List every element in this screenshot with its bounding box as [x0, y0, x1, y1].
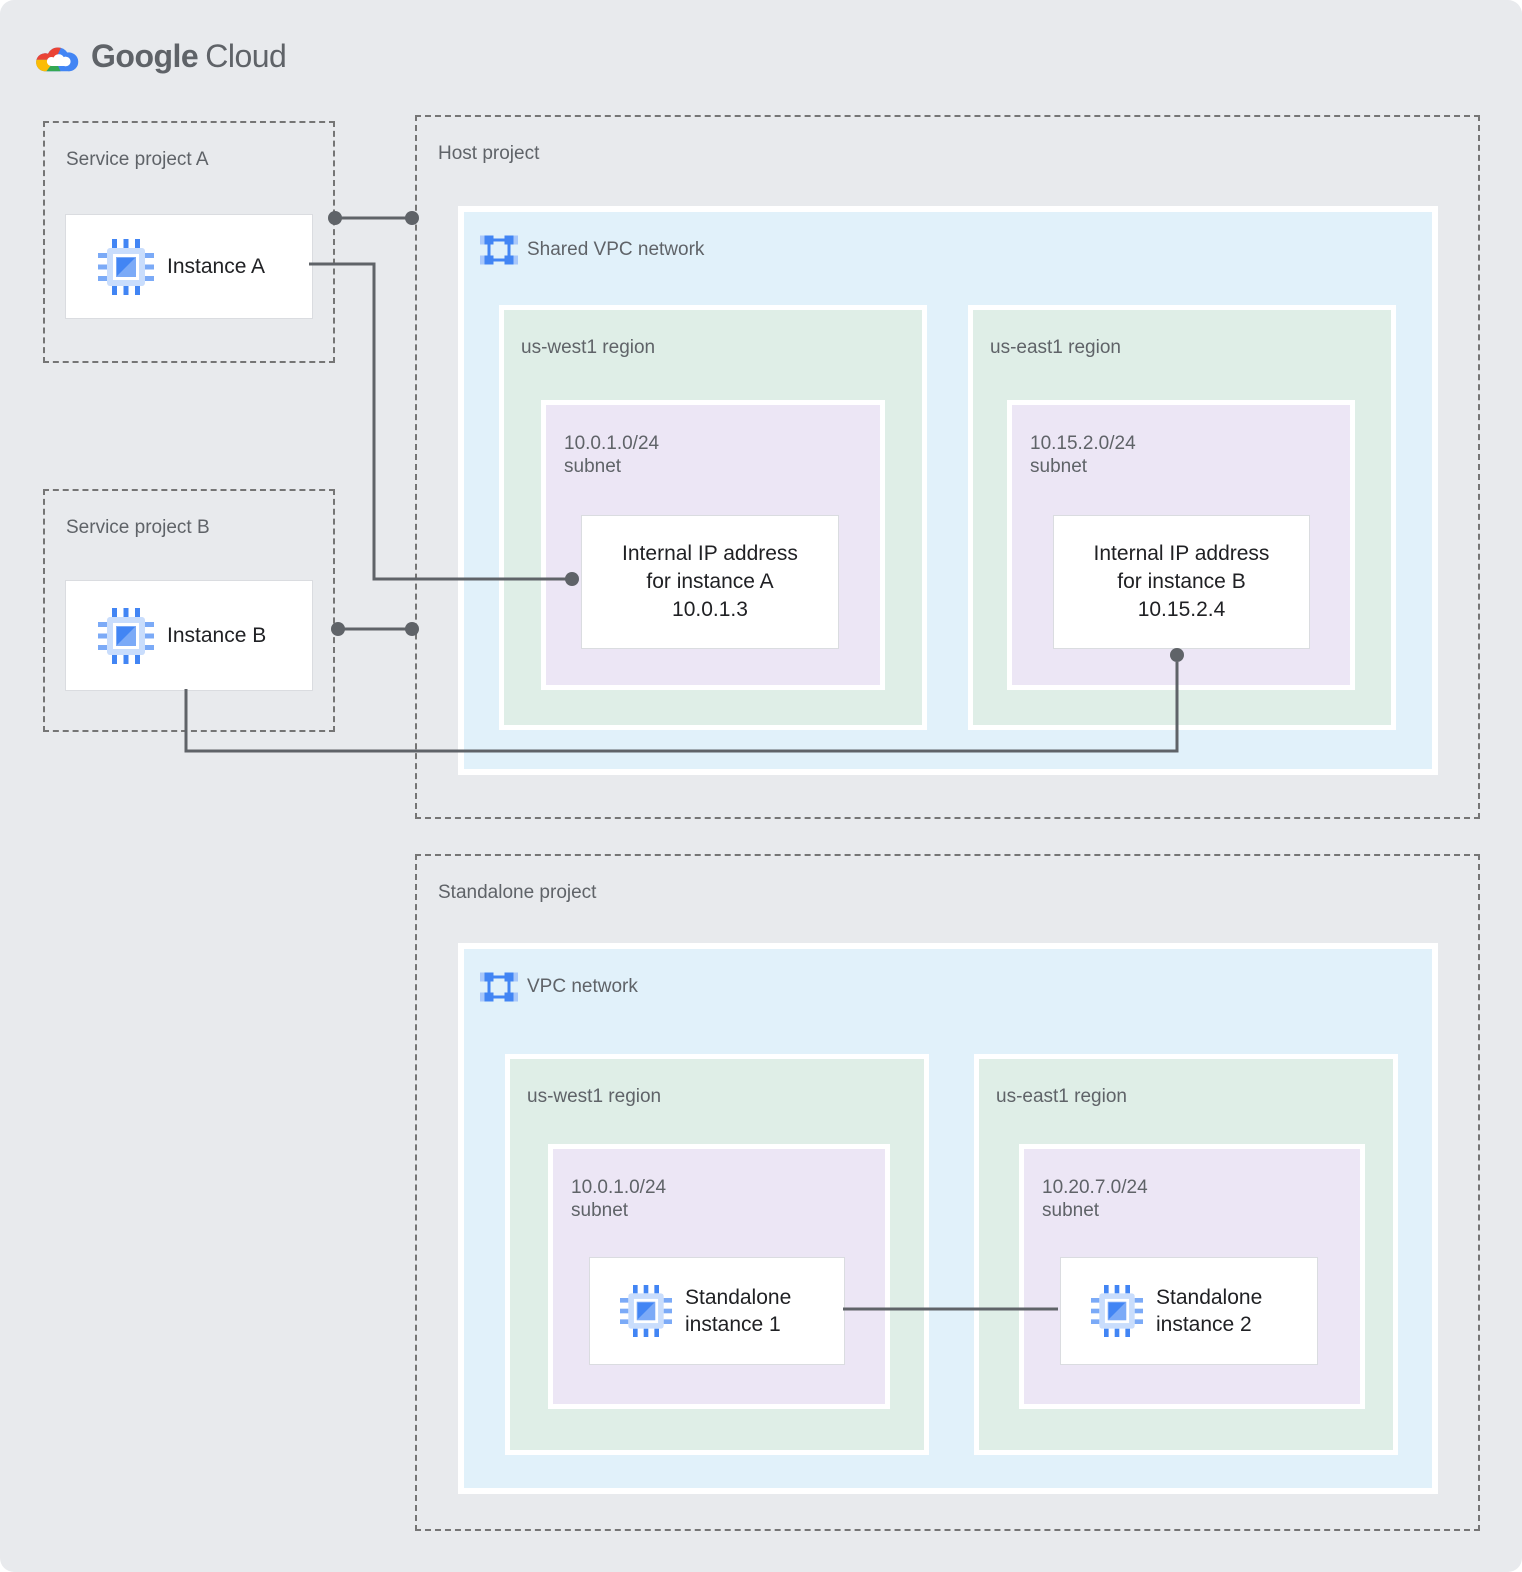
- compute-engine-chip-icon: [1091, 1285, 1143, 1337]
- shared-vpc-network-box: Shared VPC network us-west1 region 10.0.…: [458, 206, 1438, 775]
- standalone-us-west1-region-label: us-west1 region: [527, 1086, 662, 1107]
- service-project-a-label: Service project A: [66, 149, 209, 170]
- logo-product: Cloud: [205, 38, 287, 74]
- compute-engine-chip-icon: [620, 1285, 672, 1337]
- host-west-subnet-box: 10.0.1.0/24 subnet Internal IP address f…: [541, 400, 885, 690]
- standalone-us-east1-region-label: us-east1 region: [996, 1086, 1127, 1107]
- standalone-us-west1-region-box: us-west1 region 10.0.1.0/24 subnet Stand…: [505, 1054, 929, 1455]
- compute-engine-chip-icon: [98, 239, 154, 295]
- ip-card-b-line1: Internal IP address: [1093, 542, 1270, 565]
- host-project-box: Host project Shared VPC network us-west1…: [415, 115, 1480, 819]
- vpc-network-icon: [480, 231, 518, 269]
- standalone-instance-2-card: Standalone instance 2: [1060, 1257, 1318, 1365]
- host-us-east1-region-label: us-east1 region: [990, 337, 1121, 358]
- standalone-east-subnet-label: 10.20.7.0/24 subnet: [1042, 1176, 1148, 1222]
- standalone-instance-2-line1: Standalone: [1156, 1286, 1263, 1309]
- ip-card-b-line2: for instance B: [1117, 570, 1246, 593]
- host-west-subnet-cidr: 10.0.1.0/24: [564, 433, 660, 454]
- service-project-a-box: Service project A Instance A: [43, 121, 335, 363]
- vpc-network-box: VPC network us-west1 region 10.0.1.0/24 …: [458, 943, 1438, 1494]
- instance-b-card: Instance B: [65, 580, 313, 691]
- vpc-network-label: VPC network: [527, 976, 638, 997]
- service-project-b-box: Service project B Instance B: [43, 489, 335, 732]
- host-us-west1-region-label: us-west1 region: [521, 337, 656, 358]
- host-west-subnet-label: 10.0.1.0/24 subnet: [564, 432, 659, 478]
- host-project-label: Host project: [438, 143, 540, 164]
- standalone-west-subnet-label: 10.0.1.0/24 subnet: [571, 1176, 666, 1222]
- instance-b-label: Instance B: [167, 623, 267, 647]
- standalone-project-label: Standalone project: [438, 882, 597, 903]
- host-us-west1-region-box: us-west1 region 10.0.1.0/24 subnet Inter…: [499, 305, 927, 730]
- standalone-instance-1-line1: Standalone: [685, 1286, 792, 1309]
- internal-ip-card-instance-a: Internal IP address for instance A 10.0.…: [581, 515, 839, 649]
- host-west-subnet-word: subnet: [564, 456, 622, 477]
- standalone-east-subnet-cidr: 10.20.7.0/24: [1042, 1177, 1148, 1198]
- ip-card-b-line3: 10.15.2.4: [1137, 598, 1226, 621]
- host-east-subnet-cidr: 10.15.2.0/24: [1030, 433, 1136, 454]
- standalone-east-subnet-box: 10.20.7.0/24 subnet Standalone instance …: [1019, 1144, 1365, 1409]
- standalone-west-subnet-box: 10.0.1.0/24 subnet Standalone instance 1: [548, 1144, 890, 1409]
- standalone-west-subnet-cidr: 10.0.1.0/24: [571, 1177, 667, 1198]
- google-cloud-logo-icon: [34, 38, 80, 75]
- standalone-instance-2-line2: instance 2: [1156, 1313, 1252, 1336]
- standalone-instance-2-label: Standalone instance 2: [1156, 1284, 1262, 1338]
- ip-card-a-line1: Internal IP address: [622, 542, 798, 565]
- standalone-project-box: Standalone project VPC network us-west1 …: [415, 854, 1480, 1531]
- host-east-subnet-box: 10.15.2.0/24 subnet Internal IP address …: [1007, 400, 1355, 690]
- shared-vpc-network-header: Shared VPC network: [480, 231, 704, 269]
- ip-card-a-line2: for instance A: [646, 570, 774, 593]
- compute-engine-chip-icon: [98, 608, 154, 664]
- vpc-network-header: VPC network: [480, 968, 638, 1006]
- internal-ip-card-instance-b: Internal IP address for instance B 10.15…: [1053, 515, 1310, 649]
- logo-brand: Google: [91, 38, 199, 74]
- standalone-us-east1-region-box: us-east1 region 10.20.7.0/24 subnet Stan…: [974, 1054, 1398, 1455]
- standalone-east-subnet-word: subnet: [1042, 1200, 1100, 1221]
- standalone-instance-1-label: Standalone instance 1: [685, 1284, 791, 1338]
- host-us-east1-region-box: us-east1 region 10.15.2.0/24 subnet Inte…: [968, 305, 1396, 730]
- host-east-subnet-word: subnet: [1030, 456, 1088, 477]
- ip-card-a-line3: 10.0.1.3: [672, 598, 748, 621]
- standalone-instance-1-line2: instance 1: [685, 1313, 781, 1336]
- instance-a-card: Instance A: [65, 214, 313, 319]
- shared-vpc-network-label: Shared VPC network: [527, 239, 705, 260]
- host-east-subnet-label: 10.15.2.0/24 subnet: [1030, 432, 1136, 478]
- standalone-instance-1-card: Standalone instance 1: [589, 1257, 845, 1365]
- instance-a-label: Instance A: [167, 254, 266, 278]
- service-project-b-label: Service project B: [66, 517, 210, 538]
- standalone-west-subnet-word: subnet: [571, 1200, 629, 1221]
- vpc-network-icon: [480, 968, 518, 1006]
